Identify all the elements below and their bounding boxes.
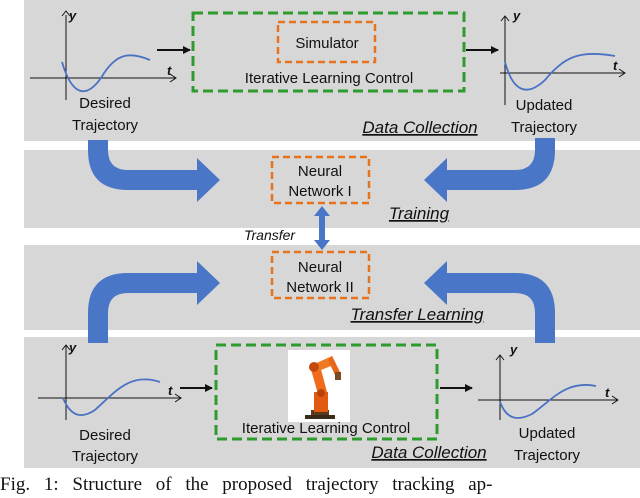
blue-arrow-top-left (88, 140, 220, 202)
bottom-left-plot (38, 344, 182, 420)
simulator-label: Simulator (295, 35, 358, 52)
top-left-caption-2: Trajectory (72, 117, 139, 134)
blue-arrow-bottom-left (88, 261, 220, 343)
bottom-right-t-label: t (605, 385, 610, 400)
neural-network-1-line1: Neural (298, 163, 342, 180)
neural-network-1-line2: Network I (288, 183, 351, 200)
band-top (24, 0, 640, 141)
bottom-updated-trajectory-curve (499, 384, 597, 419)
transfer-double-arrow (314, 206, 330, 250)
bottom-right-caption-1: Updated (519, 425, 576, 442)
top-ilc-label: Iterative Learning Control (245, 70, 413, 87)
industrial-robot-arm-icon (288, 350, 350, 422)
figure-caption: Fig. 1: Structure of the proposed trajec… (0, 474, 493, 495)
training-label: Training (389, 204, 450, 223)
top-right-t-label: t (613, 58, 618, 73)
top-section-label: Data Collection (362, 118, 477, 137)
simulator-box (276, 20, 377, 64)
neural-network-2-line1: Neural (298, 259, 342, 276)
bottom-left-caption-2: Trajectory (72, 448, 139, 465)
neural-network-1-box (270, 155, 371, 205)
bottom-ilc-label: Iterative Learning Control (242, 420, 410, 437)
bottom-right-caption-2: Trajectory (514, 447, 581, 464)
transfer-label: Transfer (244, 227, 296, 243)
blue-arrow-bottom-right (424, 261, 555, 343)
bottom-left-caption-1: Desired (79, 427, 131, 444)
bottom-right-y-label: y (509, 342, 518, 357)
updated-trajectory-curve (504, 52, 616, 91)
top-left-caption-1: Desired (79, 95, 131, 112)
neural-network-2-box (270, 250, 371, 300)
bottom-left-t-label: t (168, 383, 173, 398)
top-ilc-box (191, 11, 466, 93)
top-left-plot (30, 10, 177, 100)
top-right-y-label: y (512, 8, 521, 23)
desired-trajectory-curve (61, 54, 151, 93)
top-left-t-label: t (167, 63, 172, 78)
top-left-y-label: y (68, 8, 77, 23)
top-right-caption-1: Updated (516, 97, 573, 114)
blue-arrow-top-right (424, 138, 555, 202)
neural-network-2-line2: Network II (286, 279, 354, 296)
bottom-desired-trajectory-curve (62, 378, 161, 416)
bottom-ilc-box (214, 343, 439, 441)
top-right-caption-2: Trajectory (511, 119, 578, 136)
bottom-right-plot (478, 354, 619, 420)
bottom-left-y-label: y (68, 340, 77, 355)
top-right-plot (500, 15, 626, 105)
transfer-learning-label: Transfer Learning (351, 305, 484, 324)
bottom-section-label: Data Collection (371, 443, 486, 462)
